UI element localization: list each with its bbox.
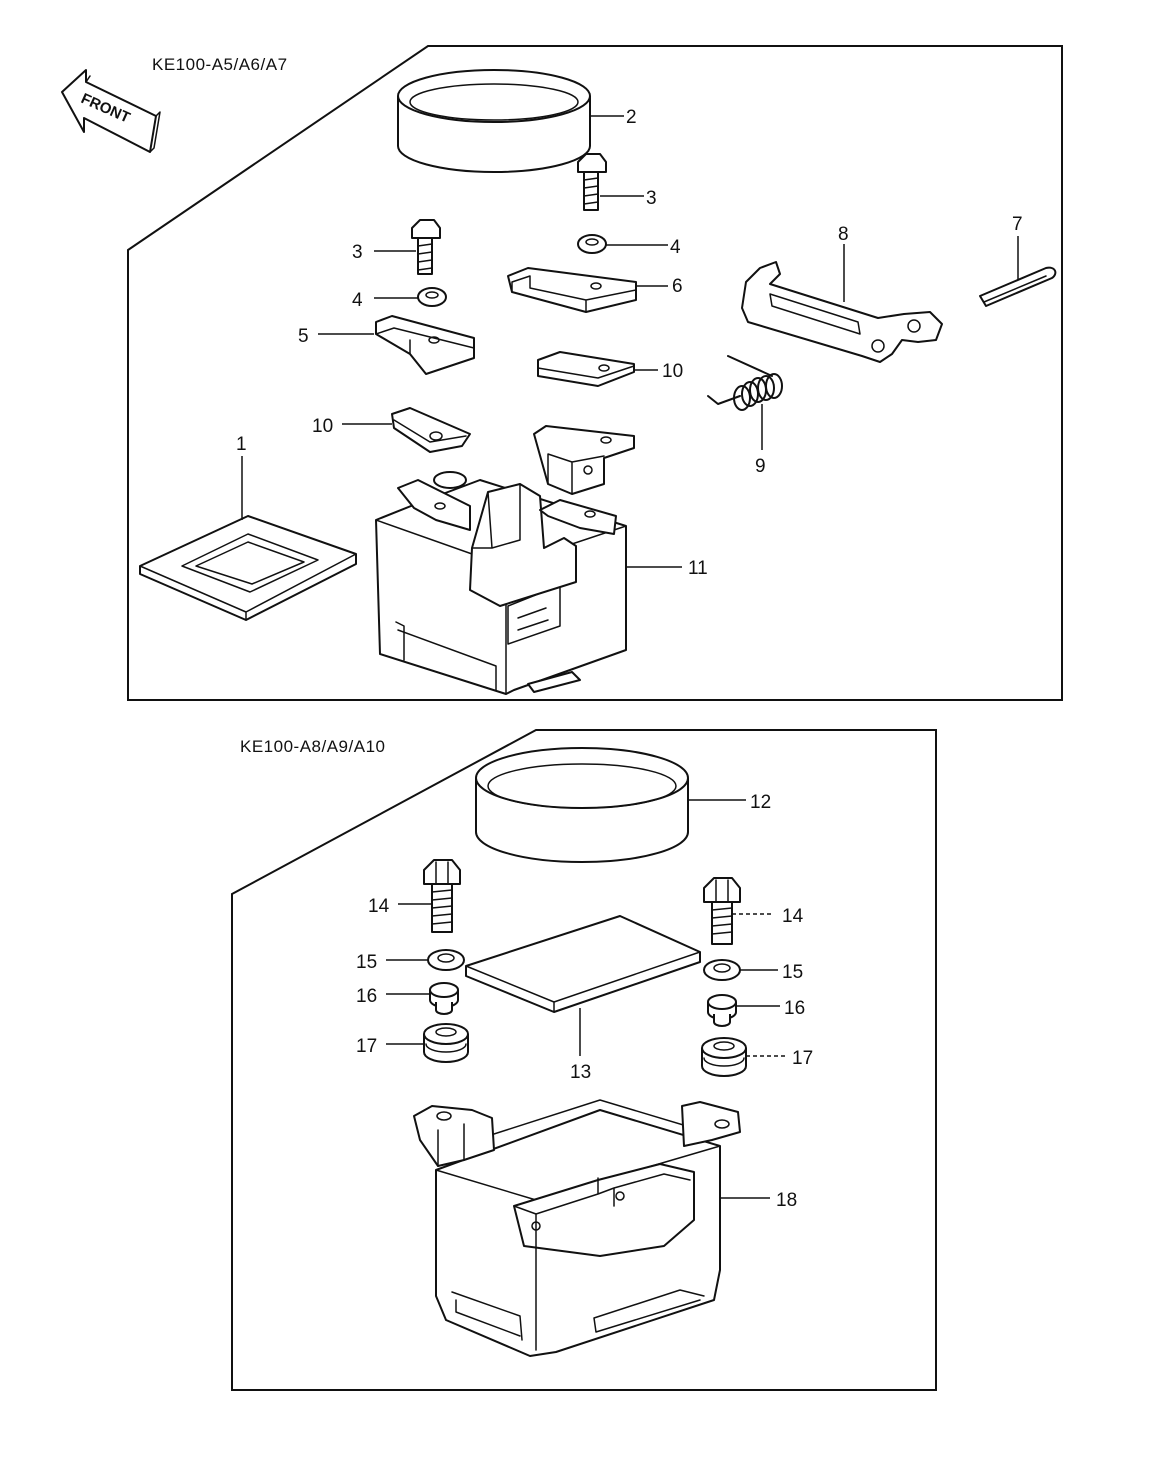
part-15-washer-left	[427, 949, 465, 971]
callout-3-left: 3	[352, 242, 363, 263]
callout-12: 12	[750, 792, 771, 813]
part-3-bolt-right	[577, 153, 607, 211]
front-arrow-label: FRONT	[78, 90, 132, 127]
part-8-latch	[741, 261, 943, 363]
callout-17-right: 17	[792, 1048, 813, 1069]
callout-14-right: 14	[782, 906, 804, 927]
part-9-spring	[707, 355, 783, 411]
part-12-ring	[475, 747, 689, 863]
part-14-bolt-right	[703, 877, 741, 945]
callout-8: 8	[838, 224, 849, 245]
callout-4-left: 4	[352, 290, 363, 311]
callout-4-right: 4	[670, 237, 681, 258]
callout-2: 2	[626, 107, 637, 128]
part-16-collar-right	[707, 994, 737, 1027]
panel-top-frame	[127, 45, 1063, 701]
callout-16-right: 16	[784, 998, 805, 1019]
callout-11: 11	[688, 558, 708, 579]
callout-17-left: 17	[356, 1036, 377, 1057]
callout-15-left: 15	[356, 952, 377, 973]
part-10-plate-left	[391, 407, 471, 453]
callout-13: 13	[570, 1062, 591, 1083]
part-17-grommet-left	[423, 1023, 469, 1063]
part-13-pad	[465, 915, 701, 1013]
callout-9: 9	[755, 456, 766, 477]
callout-10-right: 10	[662, 361, 683, 382]
panel-bottom-frame	[231, 729, 937, 1391]
callout-16-left: 16	[356, 986, 377, 1007]
part-16-collar-left	[429, 982, 459, 1015]
part-4-washer-left	[417, 287, 447, 307]
callout-7: 7	[1012, 214, 1023, 235]
part-14-bolt-left	[423, 859, 461, 933]
panel-top: KE100-A5/A6/A7 2 3 4 3	[127, 45, 1063, 701]
panel-bottom-title: KE100-A8/A9/A10	[240, 737, 385, 756]
callout-5: 5	[298, 326, 309, 347]
part-7-cotter-pin	[979, 266, 1057, 307]
part-18-battery-case	[413, 1099, 741, 1357]
panel-top-title: KE100-A5/A6/A7	[152, 55, 288, 74]
part-1-pad	[139, 515, 357, 621]
front-direction-arrow: FRONT	[61, 69, 161, 153]
callout-6: 6	[672, 276, 683, 297]
part-3-bolt-left	[411, 219, 441, 275]
part-15-washer-right	[703, 959, 741, 981]
callout-14-left: 14	[368, 896, 390, 917]
part-4-washer-right	[577, 234, 607, 254]
part-10-plate-right	[537, 351, 635, 387]
part-6-bracket	[507, 267, 637, 313]
callout-18: 18	[776, 1190, 797, 1211]
part-2-ring	[397, 69, 591, 173]
part-5-bracket	[375, 315, 475, 375]
part-17-grommet-right	[701, 1037, 747, 1077]
callout-10-left: 10	[312, 416, 333, 437]
callout-1: 1	[236, 434, 247, 455]
panel-bottom: KE100-A8/A9/A10 12 14 14	[231, 729, 937, 1391]
part-11-battery-case	[375, 425, 635, 695]
callout-15-right: 15	[782, 962, 803, 983]
callout-3-right: 3	[646, 188, 657, 209]
